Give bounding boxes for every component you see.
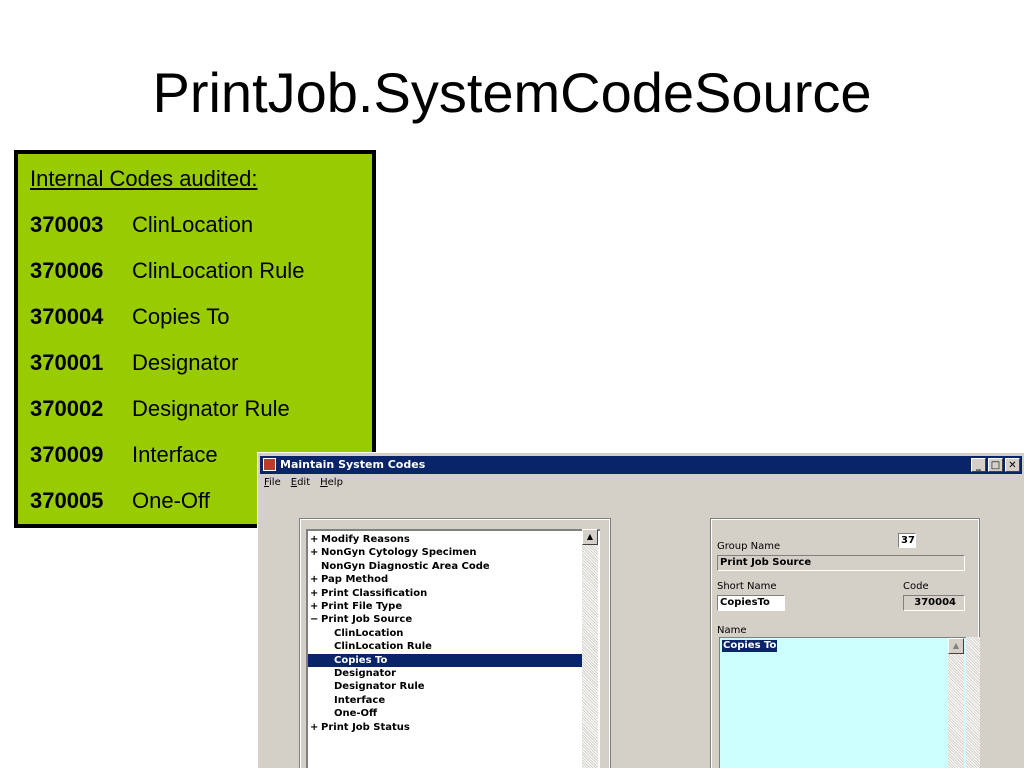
- window-title: Maintain System Codes: [280, 458, 426, 471]
- audit-row: 370006 ClinLocation Rule: [30, 258, 304, 284]
- tree-item[interactable]: +Modify Reasons: [310, 533, 410, 546]
- audit-row: 370003 ClinLocation: [30, 212, 253, 238]
- minimize-button[interactable]: _: [971, 458, 986, 472]
- audit-code: 370002: [30, 396, 104, 421]
- group-name-label: Group Name: [717, 541, 781, 552]
- tree-item-label: Print Job Status: [321, 721, 410, 733]
- code-label: Code: [903, 581, 929, 592]
- audit-label: Designator Rule: [132, 396, 290, 421]
- expand-icon[interactable]: +: [310, 721, 319, 733]
- expand-icon[interactable]: +: [310, 547, 319, 559]
- tree-item[interactable]: +NonGyn Cytology Specimen: [310, 546, 476, 559]
- tree-item[interactable]: Designator: [334, 667, 582, 680]
- tree-item[interactable]: +Print Job Status: [310, 721, 410, 734]
- tree-item-label: Copies To: [334, 654, 388, 666]
- tree-item-label: Designator: [334, 668, 397, 679]
- tree-item[interactable]: −Print Job Source: [310, 613, 412, 626]
- audit-code: 370003: [30, 212, 104, 237]
- audit-code: 370009: [30, 442, 104, 467]
- system-codes-tree[interactable]: +Modify Reasons+NonGyn Cytology Specimen…: [306, 529, 600, 768]
- tree-item-label: ClinLocation Rule: [334, 641, 432, 653]
- expand-icon[interactable]: +: [310, 534, 319, 545]
- tree-item[interactable]: NonGyn Diagnostic Area Code: [310, 560, 490, 573]
- tree-scrollbar[interactable]: [582, 529, 598, 768]
- audit-code: 370006: [30, 258, 104, 283]
- tree-item-label: One-Off: [334, 708, 378, 720]
- group-name-field: Print Job Source: [717, 555, 965, 571]
- name-scroll-up-button[interactable]: ▲: [948, 638, 964, 654]
- tree-item[interactable]: Copies To: [308, 653, 582, 667]
- audit-label: Interface: [132, 442, 218, 467]
- tree-item[interactable]: +Pap Method: [310, 573, 388, 586]
- tree-item[interactable]: ClinLocation Rule: [334, 640, 582, 653]
- tree-item[interactable]: +Print File Type: [310, 600, 402, 613]
- audit-label: Copies To: [132, 304, 230, 329]
- tree-item-label: Print Classification: [321, 587, 428, 599]
- tree-item-label: Designator Rule: [334, 681, 425, 693]
- audit-row: 370009 Interface: [30, 442, 218, 468]
- menu-file[interactable]: File: [264, 477, 281, 488]
- expand-icon[interactable]: +: [310, 574, 319, 586]
- audited-codes-heading: Internal Codes audited:: [30, 166, 258, 191]
- group-id-field: 37: [898, 533, 916, 548]
- tree-item-label: Print File Type: [321, 601, 403, 612]
- audit-code: 370005: [30, 488, 104, 513]
- tree-item-label: Interface: [334, 694, 386, 706]
- tree-item-label: NonGyn Cytology Specimen: [321, 547, 477, 559]
- expand-icon[interactable]: +: [310, 601, 319, 612]
- tree-item[interactable]: One-Off: [334, 707, 582, 720]
- code-field: 370004: [903, 595, 965, 611]
- slide-title: PrintJob.SystemCodeSource: [152, 61, 872, 124]
- expand-icon[interactable]: +: [310, 587, 319, 599]
- audit-row: 370001 Designator: [30, 350, 238, 376]
- app-icon: [263, 458, 276, 471]
- tree-item[interactable]: ClinLocation: [334, 627, 582, 640]
- menu-edit[interactable]: Edit: [290, 477, 311, 488]
- tree-item-label: Print Job Source: [321, 614, 413, 626]
- audit-row: 370005 One-Off: [30, 488, 210, 514]
- window-controls: _ □ ✕: [971, 458, 1020, 472]
- audit-label: ClinLocation: [132, 212, 254, 237]
- name-label: Name: [717, 625, 747, 636]
- name-text: Copies To: [722, 640, 778, 652]
- audit-code: 370001: [30, 350, 104, 375]
- audit-row: 370004 Copies To: [30, 304, 229, 330]
- tree-item-label: NonGyn Diagnostic Area Code: [321, 560, 490, 572]
- tree-item[interactable]: Designator Rule: [334, 680, 582, 693]
- short-name-input[interactable]: CopiesTo: [717, 595, 785, 611]
- tree-item[interactable]: Interface: [334, 694, 582, 707]
- maintain-system-codes-window: Maintain System Codes _ □ ✕ File Edit He…: [257, 452, 1024, 768]
- audit-label: ClinLocation Rule: [132, 258, 305, 283]
- audit-label: Designator: [132, 350, 239, 375]
- name-scrollbar[interactable]: [948, 640, 964, 768]
- audit-row: 370002 Designator Rule: [30, 396, 290, 422]
- tree-item-label: ClinLocation: [334, 627, 404, 639]
- audit-code: 370004: [30, 304, 104, 329]
- name-textarea[interactable]: Copies To ▲: [719, 637, 967, 768]
- maximize-button[interactable]: □: [988, 458, 1003, 472]
- audit-label: One-Off: [132, 488, 210, 513]
- window-titlebar[interactable]: Maintain System Codes _ □ ✕: [260, 456, 1022, 474]
- tree-item[interactable]: +Print Classification: [310, 587, 427, 600]
- close-button[interactable]: ✕: [1005, 458, 1020, 472]
- tree-item-label: Modify Reasons: [321, 534, 410, 545]
- detail-scrollbar[interactable]: [966, 637, 980, 768]
- tree-item-label: Pap Method: [321, 574, 389, 586]
- tree-scroll-up-button[interactable]: ▲: [582, 529, 598, 545]
- menu-help[interactable]: Help: [320, 477, 343, 488]
- short-name-label: Short Name: [717, 581, 777, 592]
- menu-bar: File Edit Help: [264, 477, 343, 488]
- collapse-icon[interactable]: −: [310, 614, 319, 626]
- tree-panel: [299, 518, 611, 768]
